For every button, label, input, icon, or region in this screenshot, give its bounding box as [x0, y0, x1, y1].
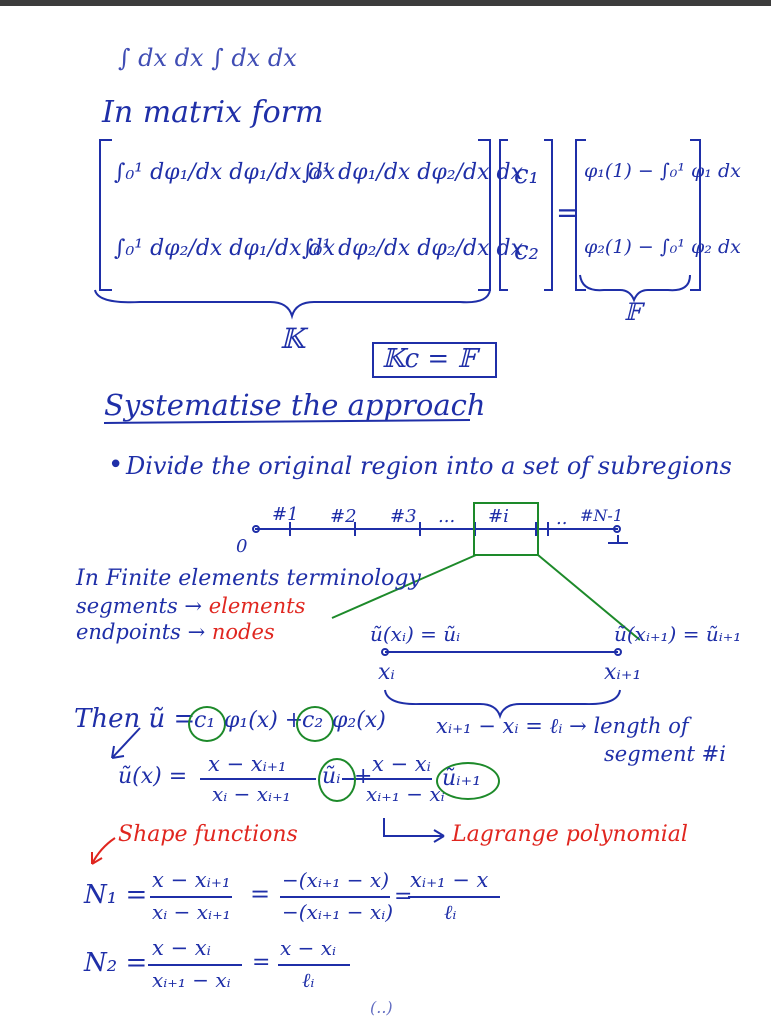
frac1-numerator: x − xᵢ₊₁	[208, 752, 287, 776]
k21-entry: ∫₀¹ dφ₂/dx dφ₁/dx dx	[114, 236, 335, 261]
element-brace	[384, 689, 621, 720]
n1-eq2: =	[250, 880, 271, 908]
c-left-bracket	[499, 139, 508, 291]
c2-circle	[296, 706, 334, 742]
frac2-denominator: xᵢ₊₁ − xᵢ	[366, 782, 445, 806]
matrix-heading: In matrix form	[102, 95, 324, 130]
n2-eq2: =	[252, 950, 271, 975]
right-node-value: ũ(xᵢ₊₁) = ũᵢ₊₁	[614, 622, 742, 646]
ux-label: ũ(x) =	[118, 764, 188, 789]
right-endpoint	[613, 525, 621, 533]
bullet-text: Divide the original region into a set of…	[126, 452, 732, 480]
xi1-label: xᵢ₊₁	[604, 660, 642, 685]
nodes-text: nodes	[211, 620, 275, 644]
then-phi1: φ₁(x) +	[224, 708, 304, 733]
endpoints-line: endpoints → nodes	[76, 620, 275, 644]
n1-eq3: =	[394, 884, 413, 909]
k12-entry: ∫₀¹ dφ₁/dx dφ₂/dx dx	[302, 160, 523, 185]
f1-entry: φ₁(1) − ∫₀¹ φ₁ dx	[584, 160, 741, 182]
k-left-bracket	[99, 139, 112, 291]
c-right-bracket	[544, 139, 553, 291]
n2-f2-denominator: ℓᵢ	[302, 968, 315, 992]
n1-f2-numerator: −(xᵢ₊₁ − x)	[282, 868, 389, 892]
dots-2: ..	[556, 508, 568, 529]
n1-f2-denominator: −(xᵢ₊₁ − xᵢ)	[282, 900, 394, 924]
terminology-title: In Finite elements terminology	[76, 566, 421, 591]
segment-n-label: #N-1	[580, 506, 623, 525]
n1-label: N₁ =	[84, 880, 148, 910]
frac2-numerator: x − xᵢ	[372, 752, 431, 776]
n2-f1-numerator: x − xᵢ	[152, 936, 211, 960]
endpoints-text: endpoints →	[76, 620, 212, 644]
f-left-bracket	[575, 139, 586, 291]
ui1-circle	[436, 762, 500, 800]
f-brace	[579, 274, 691, 303]
zoom-lines	[331, 554, 641, 641]
frac1-denominator: xᵢ − xᵢ₊₁	[212, 782, 291, 806]
segment-1-label: #1	[272, 504, 299, 525]
system-equation: 𝕂c = 𝔽	[382, 344, 476, 374]
n1-f1-denominator: xᵢ − xᵢ₊₁	[152, 900, 231, 924]
ui-circle	[318, 758, 356, 802]
trailing-cutoff: (..)	[370, 998, 393, 1017]
segment-2-label: #2	[330, 506, 357, 527]
title-underline	[103, 419, 471, 424]
n1-f3-numerator: xᵢ₊₁ − x	[410, 868, 489, 892]
coeff-arrow	[111, 727, 141, 759]
length-equation-2: segment #i	[604, 742, 726, 766]
system-box	[372, 342, 497, 378]
shape-arrow	[91, 837, 116, 865]
k-right-bracket	[478, 139, 491, 291]
n2-f2-numerator: x − xᵢ	[280, 936, 337, 960]
xi-label: xᵢ	[378, 660, 395, 685]
left-endpoint	[252, 525, 260, 533]
plus-sign: +	[354, 764, 373, 789]
one-mark	[608, 535, 628, 544]
window-top-bar	[0, 0, 771, 6]
left-node-value: ũ(xᵢ) = ũᵢ	[370, 622, 461, 646]
c1-circle	[188, 706, 226, 742]
f-right-bracket	[690, 139, 701, 291]
elements-text: elements	[208, 594, 306, 618]
ui1-value: ũᵢ₊₁	[442, 766, 482, 791]
segment-i-label: #i	[488, 506, 509, 527]
section-title: Systematise the approach	[104, 388, 486, 422]
dots-1: ...	[438, 506, 456, 527]
then-phi2: φ₂(x)	[332, 708, 386, 733]
zoom-box	[473, 502, 539, 556]
c1-entry: c₁	[514, 160, 539, 190]
equals-sign: =	[556, 196, 580, 229]
bullet-dot: •	[108, 450, 124, 480]
then-prefix: Then ũ =	[74, 704, 196, 734]
n2-label: N₂ =	[84, 948, 148, 978]
zero-label: 0	[236, 536, 248, 557]
n1-f3-denominator: ℓᵢ	[444, 900, 457, 924]
shape-functions-label: Shape functions	[118, 822, 298, 847]
f-label: 𝔽	[624, 298, 642, 326]
n1-f1-numerator: x − xᵢ₊₁	[152, 868, 231, 892]
lagrange-arrow	[383, 818, 445, 843]
k22-entry: ∫₀¹ dφ₂/dx dφ₂/dx dx	[302, 236, 523, 261]
length-equation: xᵢ₊₁ − xᵢ = ℓᵢ → length of	[436, 714, 689, 738]
ui-value: ũᵢ	[322, 764, 341, 789]
n2-f1-denominator: xᵢ₊₁ − xᵢ	[152, 968, 231, 992]
f2-entry: φ₂(1) − ∫₀¹ φ₂ dx	[584, 236, 741, 258]
c2-entry: c₂	[514, 236, 539, 266]
then-c1: c₁	[194, 708, 216, 733]
segment-3-label: #3	[390, 506, 417, 527]
segments-text: segments →	[76, 594, 209, 618]
k-label: 𝕂	[280, 322, 305, 355]
k-brace	[94, 289, 491, 320]
partial-top-line: ∫ dx dx ∫ dx dx	[118, 44, 297, 72]
lagrange-label: Lagrange polynomial	[452, 822, 688, 847]
segments-line: segments → elements	[76, 594, 305, 618]
k11-entry: ∫₀¹ dφ₁/dx dφ₁/dx dx	[114, 160, 335, 185]
then-c2: c₂	[302, 708, 324, 733]
